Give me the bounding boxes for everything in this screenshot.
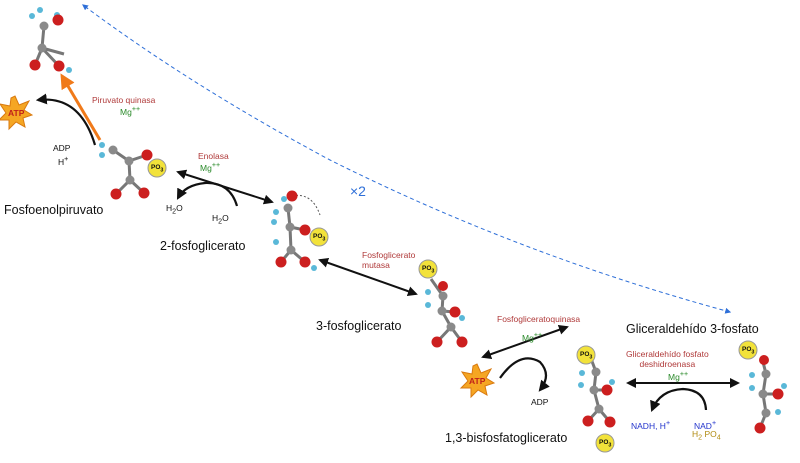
pgk-curved-arrow — [499, 357, 550, 392]
po3-label-bpg-bottom: PO3 — [599, 439, 612, 449]
label-13-bisfosfoglicerato: 1,3-bisfosfatoglicerato — [445, 431, 568, 445]
mg-g3p-deshidrogenasa: Mg++ — [668, 370, 689, 382]
orange-arrow — [60, 73, 102, 141]
mg-fosfogliceratoquinasa: Mg++ — [522, 331, 543, 343]
label-gliceraldehido-3-fosfato: Gliceraldehído 3-fosfato — [626, 322, 759, 336]
return-dashed-arrow — [82, 4, 732, 314]
po3-label-g3p: PO3 — [742, 346, 755, 356]
molecule-gliceraldehido-3-fosfato — [738, 340, 787, 434]
water-label-right: H2O — [212, 213, 229, 226]
molecule-2-fosfoglicerato — [271, 190, 329, 271]
pgk-arrow — [481, 324, 569, 360]
molecule-13-bisfosfoglicerato — [576, 345, 616, 453]
label-2-fosfoglicerato: 2-fosfoglicerato — [160, 239, 246, 253]
po3-label-3pg: PO3 — [422, 265, 435, 275]
pk-curved-arrow — [35, 93, 97, 146]
mutase-arrow — [318, 257, 418, 297]
po3-label-pep: PO3 — [151, 164, 164, 174]
po3-label-2pg: PO3 — [313, 233, 326, 243]
po3-label-bpg-top: PO3 — [580, 351, 593, 361]
adp-label-bottom: ADP — [531, 397, 549, 407]
water-label-left: H2O — [166, 203, 183, 216]
molecule-piruvato — [29, 7, 72, 73]
g3pdh-curved-arrow — [650, 387, 708, 413]
nadh-label: NADH, H+ — [631, 419, 671, 431]
atp-label-bottom: ATP — [469, 376, 486, 386]
atp-burst-bottom — [459, 363, 496, 399]
enolase-water-arrow — [176, 181, 239, 207]
phosphate-label: H2 PO4 — [692, 429, 721, 442]
adp-label-top: ADP — [53, 143, 71, 153]
molecule-3-fosfoglicerato — [418, 259, 468, 348]
mg-enolasa: Mg++ — [200, 161, 221, 173]
label-fosfoenolpiruvato: Fosfoenolpiruvato — [4, 203, 104, 217]
enzyme-piruvato-quinasa: Piruvato quinasa — [92, 95, 156, 105]
h-plus-label: H+ — [58, 155, 69, 167]
mg-piruvato-quinasa: Mg++ — [120, 105, 141, 117]
enzyme-enolasa: Enolasa — [198, 151, 229, 161]
multiplier-label: ×2 — [350, 183, 366, 199]
atp-burst-top — [0, 95, 34, 131]
enzyme-fosfogliceratoquinasa: Fosfogliceratoquinasa — [497, 314, 581, 324]
molecule-fosfoenolpiruvato — [99, 142, 167, 200]
nad-label: NAD+ — [694, 419, 717, 431]
atp-label-top: ATP — [8, 108, 25, 118]
dotted-bond — [291, 194, 321, 216]
label-3-fosfoglicerato: 3-fosfoglicerato — [316, 319, 402, 333]
